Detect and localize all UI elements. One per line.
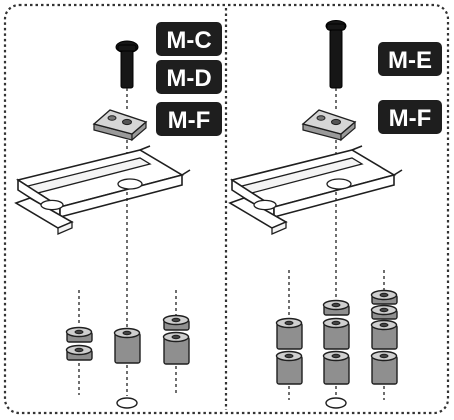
screw-icon [325,20,347,89]
screw-icon [115,40,139,89]
label-m-d-text: M-D [166,65,211,92]
label-m-c: M-C [156,22,222,56]
washer-icon [116,397,138,409]
spacer-icon [275,270,303,400]
spacer-icon [113,327,141,396]
right-panel: M-E M-F [228,20,442,409]
label-m-e: M-E [378,42,442,76]
mounting-plate-icon [92,109,148,142]
label-m-e-text: M-E [388,47,432,74]
washer-icon [325,397,347,409]
label-m-f-right: M-F [378,100,442,134]
diagram-frame [3,3,450,415]
spacer-icon [322,299,350,396]
left-panel: M-C M-D M-F [14,22,222,409]
label-m-d: M-D [156,60,222,94]
label-m-f-left: M-F [156,102,222,136]
din-rail-icon [228,145,403,235]
din-rail-icon [14,145,191,235]
spacer-icon [65,290,93,395]
spacer-icon [370,270,398,400]
label-m-c-text: M-C [166,27,211,54]
label-m-f-left-text: M-F [168,107,211,134]
mounting-plate-icon [301,109,357,142]
label-m-f-right-text: M-F [389,105,432,132]
spacer-icon [162,290,190,395]
